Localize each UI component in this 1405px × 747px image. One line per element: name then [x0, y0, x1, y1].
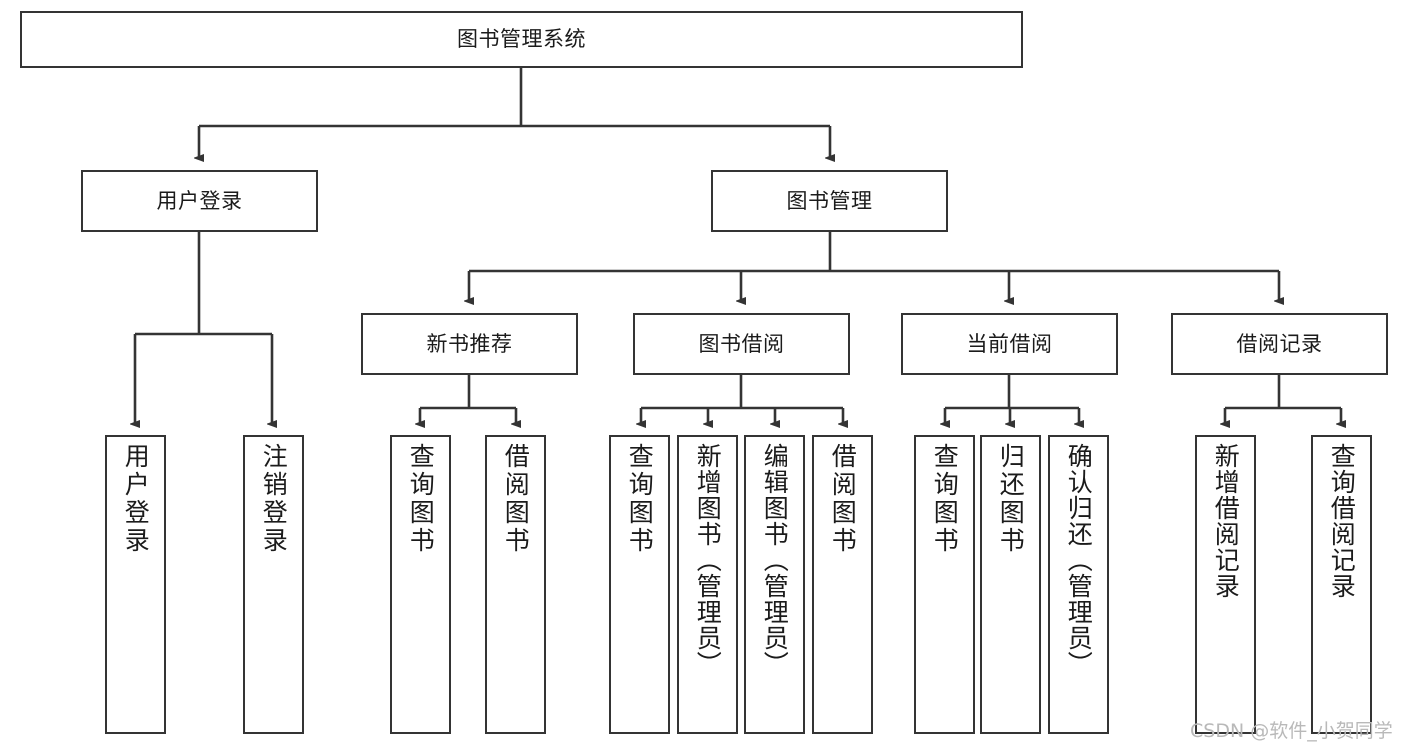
- node-label: 当前借阅: [966, 331, 1053, 356]
- node-label: 借阅图书: [501, 443, 531, 555]
- node-current-borrow[interactable]: 当前借阅: [901, 313, 1118, 375]
- node-label: 用户登录: [121, 443, 151, 555]
- leaf-book-borrow-borrow[interactable]: 借阅图书: [812, 435, 873, 734]
- node-label: 图书借阅: [698, 331, 785, 356]
- node-label: 查询借阅记录: [1327, 443, 1357, 599]
- node-label: 新增借阅记录: [1211, 443, 1241, 599]
- node-label: 用户登录: [156, 188, 243, 213]
- node-new-book-recommend[interactable]: 新书推荐: [361, 313, 578, 375]
- leaf-current-borrow-confirm-return[interactable]: 确认归还（管理员）: [1048, 435, 1109, 734]
- node-label: 注销登录: [259, 443, 289, 555]
- node-label: 图书管理: [786, 188, 873, 213]
- node-label: 新书推荐: [426, 331, 513, 356]
- node-root-book-management-system[interactable]: 图书管理系统: [20, 11, 1023, 68]
- leaf-borrow-record-query[interactable]: 查询借阅记录: [1311, 435, 1372, 734]
- leaf-book-borrow-query[interactable]: 查询图书: [609, 435, 670, 734]
- csdn-watermark: CSDN @软件_小贺同学: [1190, 720, 1393, 742]
- leaf-borrow-record-add[interactable]: 新增借阅记录: [1195, 435, 1256, 734]
- leaf-user-login-login[interactable]: 用户登录: [105, 435, 166, 734]
- leaf-new-book-borrow[interactable]: 借阅图书: [485, 435, 546, 734]
- node-label: 查询图书: [930, 443, 960, 555]
- node-book-management[interactable]: 图书管理: [711, 170, 948, 232]
- node-label: 新增图书（管理员）: [693, 443, 723, 677]
- node-label: 查询图书: [406, 443, 436, 555]
- leaf-current-borrow-query[interactable]: 查询图书: [914, 435, 975, 734]
- node-user-login[interactable]: 用户登录: [81, 170, 318, 232]
- leaf-book-borrow-add[interactable]: 新增图书（管理员）: [677, 435, 738, 734]
- node-label: 编辑图书（管理员）: [760, 443, 790, 677]
- leaf-new-book-query[interactable]: 查询图书: [390, 435, 451, 734]
- node-label: 归还图书: [996, 443, 1026, 555]
- node-borrow-record[interactable]: 借阅记录: [1171, 313, 1388, 375]
- leaf-book-borrow-edit[interactable]: 编辑图书（管理员）: [744, 435, 805, 734]
- node-label: 借阅记录: [1236, 331, 1323, 356]
- leaf-user-login-logout[interactable]: 注销登录: [243, 435, 304, 734]
- node-book-borrow[interactable]: 图书借阅: [633, 313, 850, 375]
- node-label: 查询图书: [625, 443, 655, 555]
- node-label: 借阅图书: [828, 443, 858, 555]
- node-label: 确认归还（管理员）: [1064, 443, 1094, 677]
- node-label: 图书管理系统: [457, 27, 586, 52]
- leaf-current-borrow-return[interactable]: 归还图书: [980, 435, 1041, 734]
